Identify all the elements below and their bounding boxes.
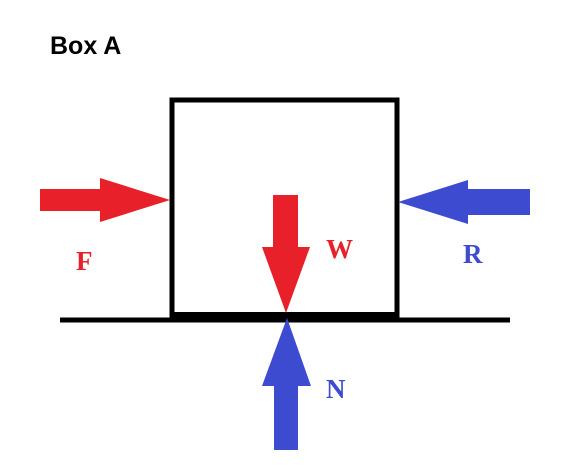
weight-label: W xyxy=(326,234,353,264)
applied-force-label: F xyxy=(76,246,93,276)
diagram-title: Box A xyxy=(50,32,121,60)
weight-arrow xyxy=(262,195,310,313)
normal-force-arrow xyxy=(262,318,311,450)
applied-force-arrow xyxy=(40,178,170,222)
resistance-force-label: R xyxy=(463,239,483,269)
resistance-force-arrow xyxy=(398,180,530,224)
normal-force-label: N xyxy=(326,374,346,404)
